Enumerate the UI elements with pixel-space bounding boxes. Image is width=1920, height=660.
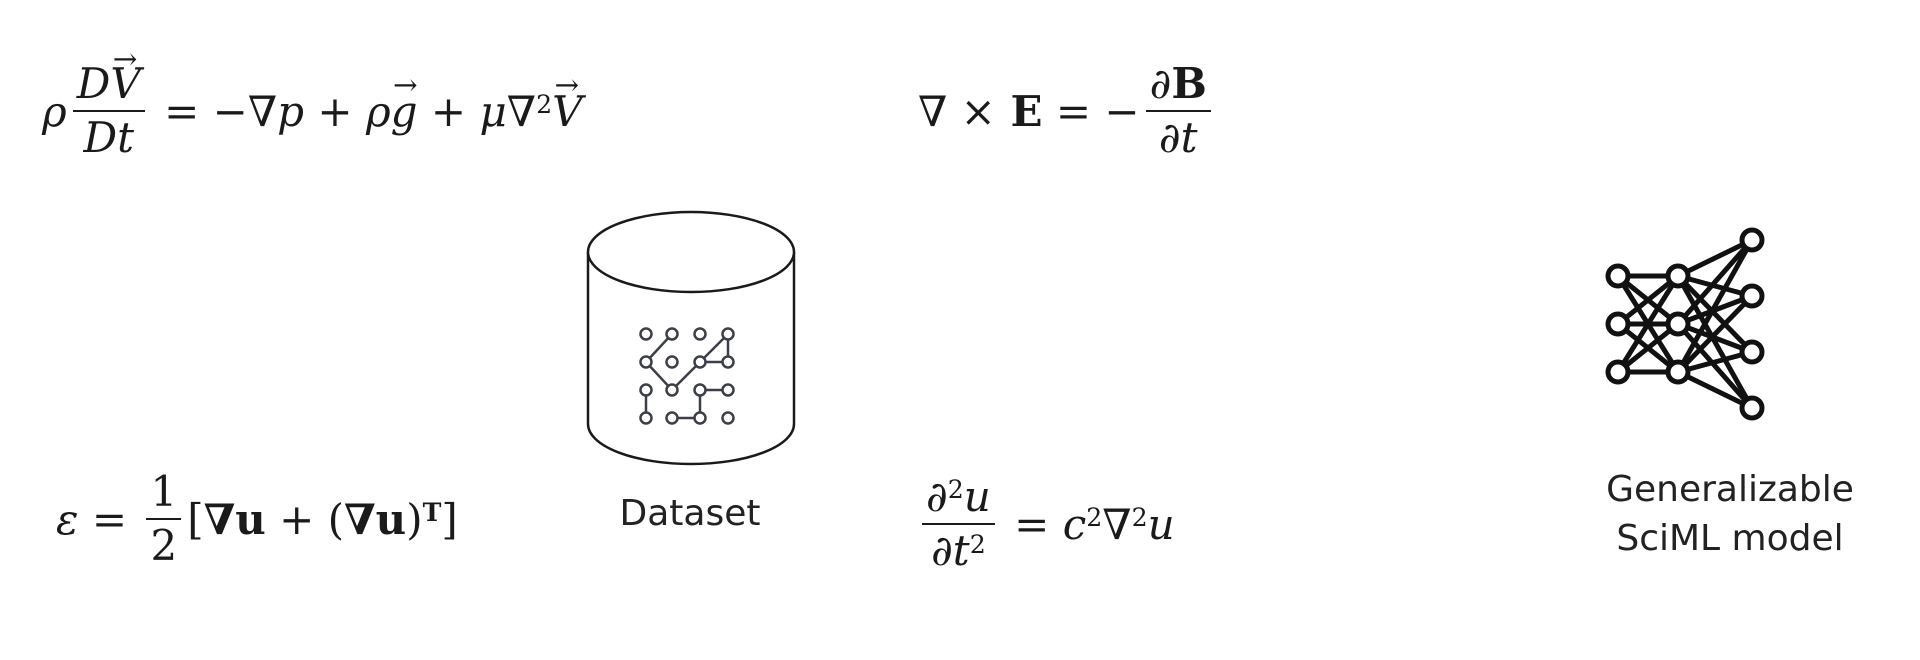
nn-node [1665,263,1691,289]
strain-equation: ε = 1 2 [∇u + (∇u)T] [56,467,458,571]
database-cylinder-icon [586,210,796,466]
nn-node [1739,227,1765,253]
dataset-label: Dataset [619,493,761,534]
model-label-line-2: SciML model [1616,517,1844,559]
nn-node [1605,263,1631,289]
model-label-line-1: Generalizable [1606,469,1854,510]
nn-node [1739,395,1765,421]
navier-stokes-equation: ρ DV Dt = −∇p + ρg + μ∇2V [42,44,582,160]
nn-node [1665,359,1691,385]
nn-node [1739,283,1765,309]
nn-node [1665,311,1691,337]
circuit-nodes-icon [639,327,735,425]
nn-node [1605,359,1631,385]
nn-node [1605,311,1631,337]
model-label: Generalizable SciML model [1580,466,1880,563]
faraday-equation: ∇ × E = − ∂B ∂t [918,61,1217,160]
nn-node [1739,339,1765,365]
neural-network-icon [1605,227,1765,421]
